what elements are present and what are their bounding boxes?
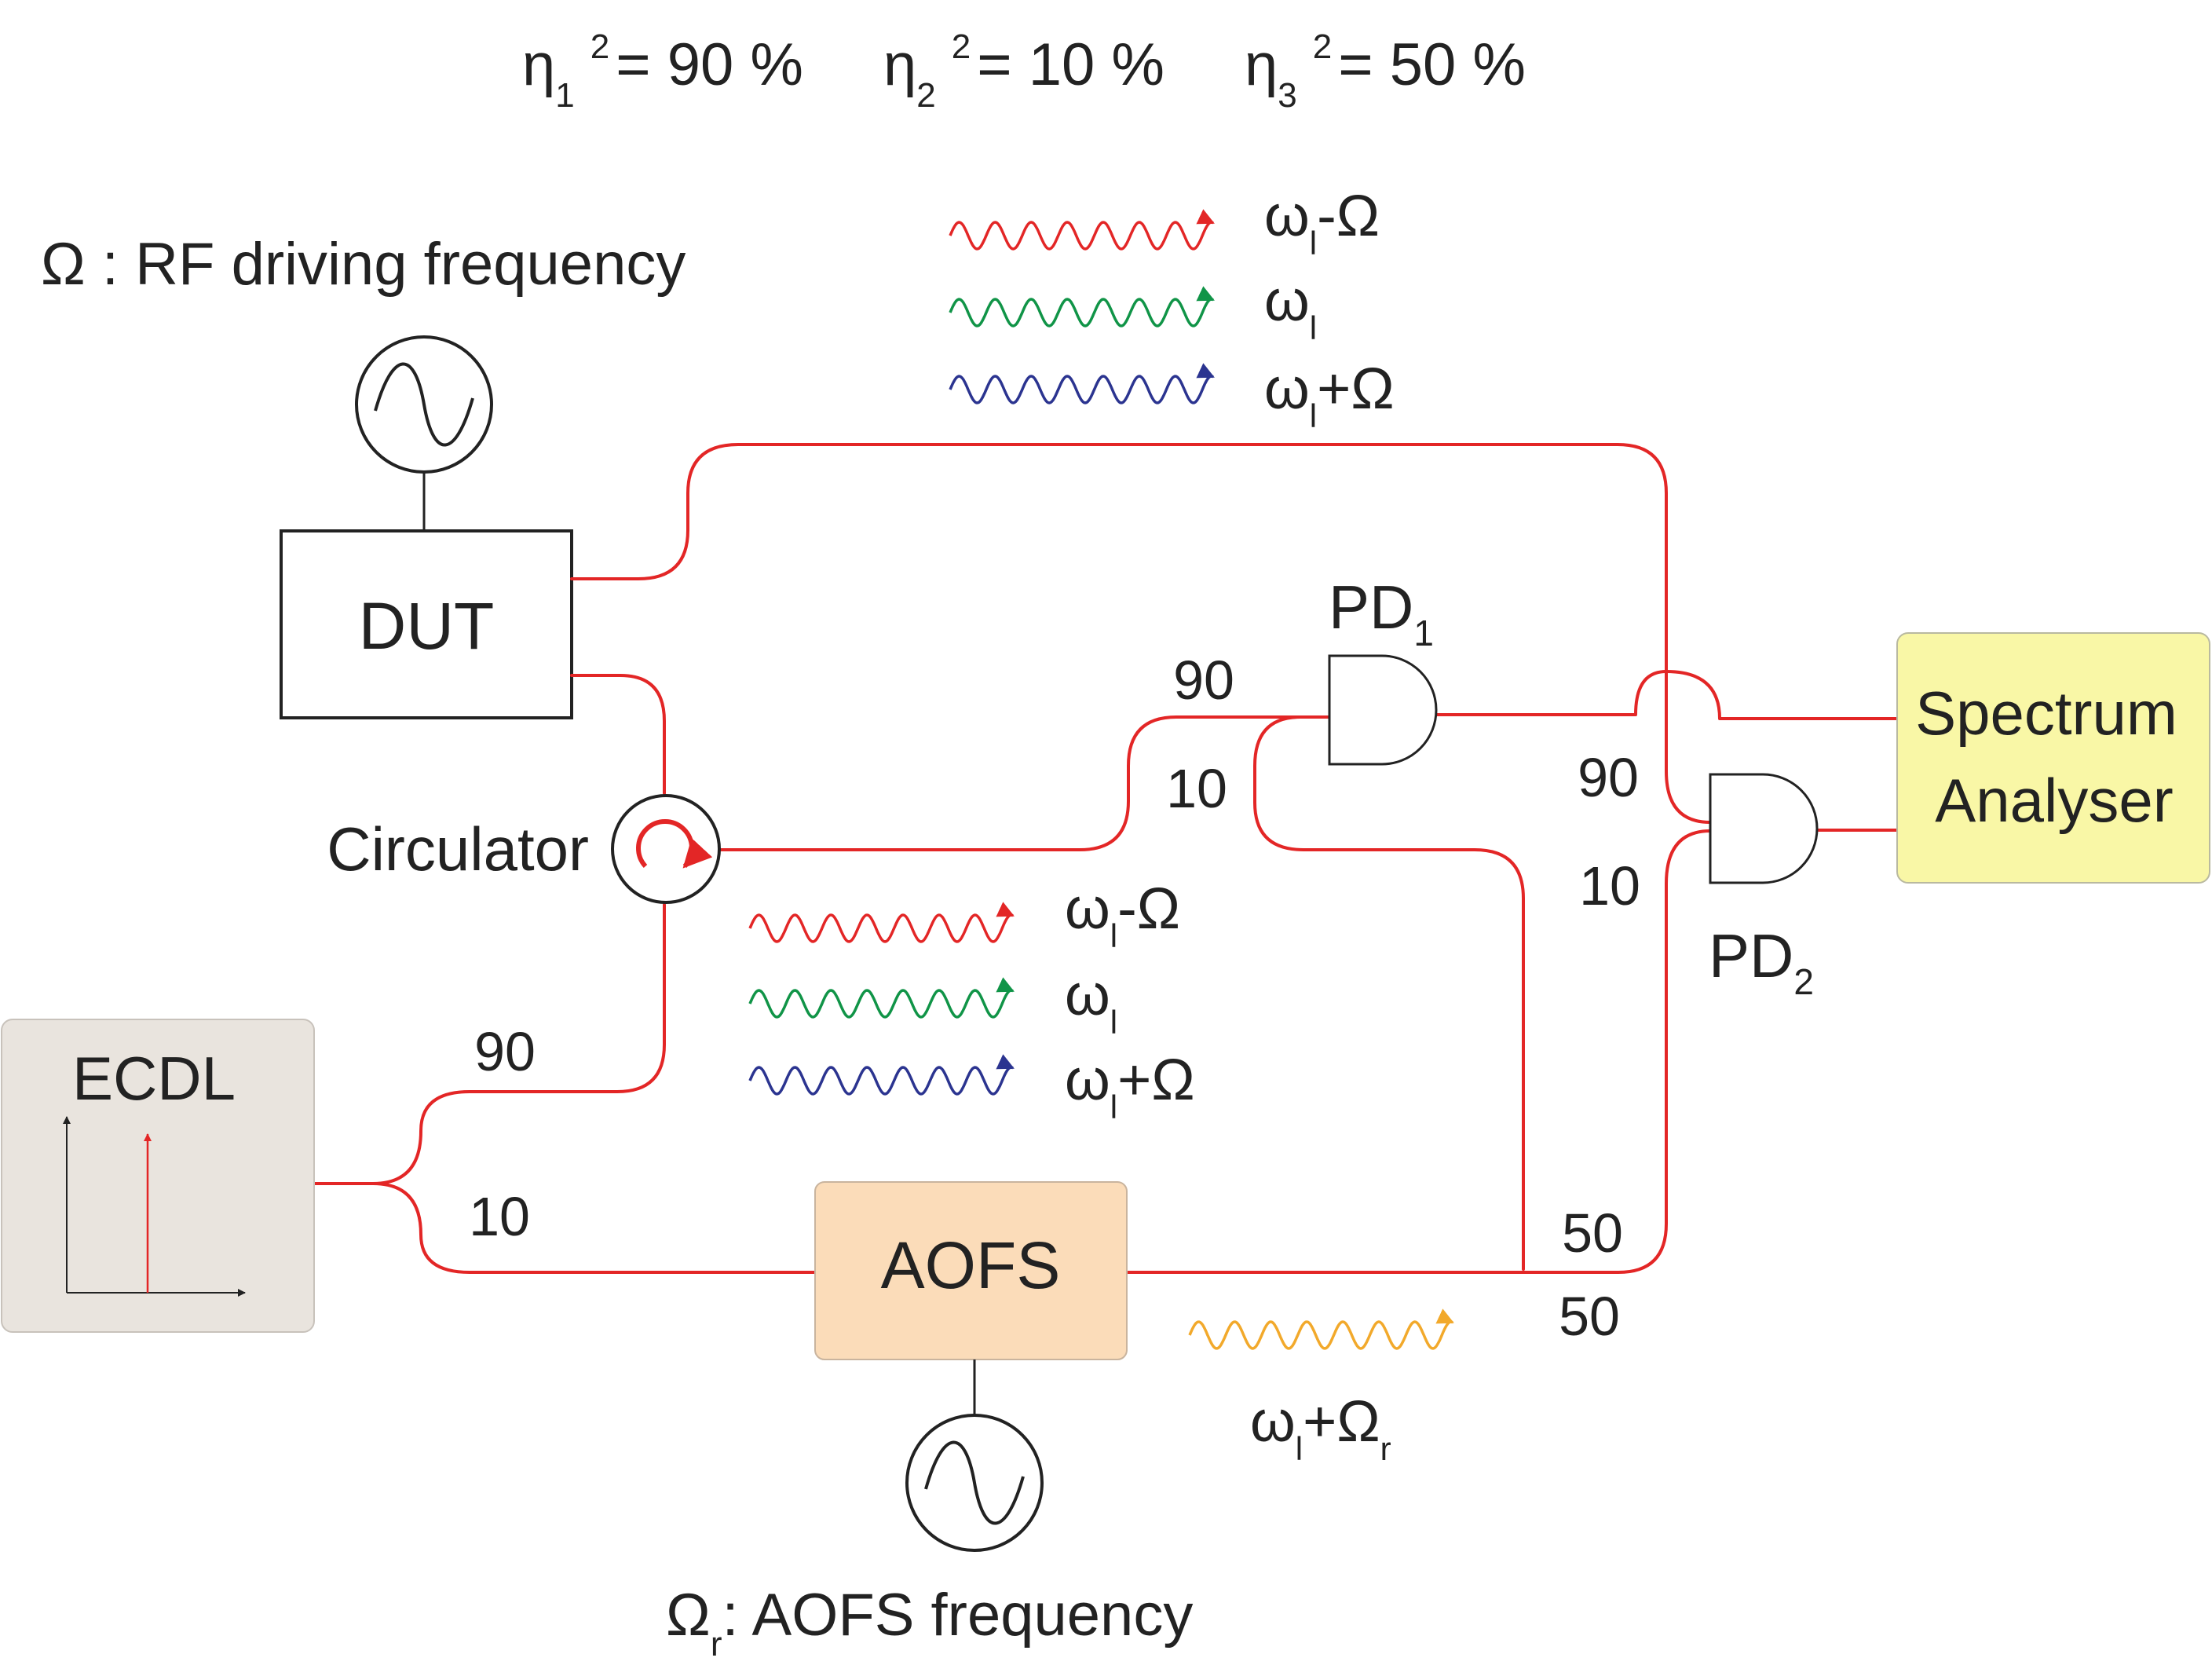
shifted-wave-label: ωl+Ωr [1250,1389,1391,1467]
ecdl-split-90-label: 90 [474,1021,536,1082]
aofs-rf-generator-icon [905,1414,1044,1552]
eta2-label: η22= 10 % [883,27,1164,115]
rf-generator-icon [355,335,493,474]
pd2-icon [1709,773,1819,884]
fiber-circulator-to-pd1 [718,715,1331,851]
top-wave-lower-sideband-label: ωl-Ω [1264,183,1380,262]
pd2-split-10-label: 10 [1579,855,1640,917]
circulator-icon [611,794,721,904]
ecdl-split-10-label: 10 [469,1186,530,1247]
eta3-label: η32= 50 % [1245,27,1526,115]
fiber-split-to-combiner [1253,715,1525,1271]
mid-wave-upper-sideband-label: ωl+Ω [1065,1047,1195,1125]
spectrum-analyser-label-line2: Analyser [1935,766,2173,835]
pd2-split-90-label: 90 [1578,747,1639,808]
top-wave-upper-sideband-arrow [949,363,1215,404]
mid-wave-lower-sideband-label: ωl-Ω [1065,876,1180,954]
top-wave-upper-sideband-label: ωl+Ω [1264,356,1395,434]
dut-label: DUT [359,589,495,663]
fiber-aofs-to-combiner [1125,829,1712,1274]
fiber-pd1-to-spectrum [1434,670,1899,720]
wave-group [748,209,1454,1350]
combiner-50-lower-label: 50 [1559,1286,1620,1347]
fiber-dut-to-pd2 [570,443,1712,824]
pd2-label: PD2 [1709,921,1814,1002]
mid-wave-carrier-label: ωl [1065,962,1117,1041]
mid-wave-upper-sideband-arrow [748,1054,1015,1096]
pd1-icon [1328,654,1438,766]
aofs-frequency-label: Ωr: AOFS frequency [666,1582,1193,1663]
top-wave-carrier-label: ωl [1264,268,1317,346]
eta1-label: η12= 90 % [522,27,803,115]
ecdl-box [1,1019,315,1333]
aofs-box [814,1181,1128,1360]
pd1-split-90-label: 90 [1173,650,1234,711]
fiber-ecdl-90-branch [371,903,666,1185]
fiber-ecdl-10-branch [371,1182,817,1274]
ecdl-spectrum-plot [63,1116,246,1297]
spectrum-analyser-box [1896,632,2210,884]
rf-driving-frequency-label: Ω : RF driving frequency [41,231,686,298]
aofs-label: AOFS [881,1228,1061,1302]
shifted-wave-arrow [1188,1308,1454,1350]
top-wave-carrier-arrow [949,286,1215,328]
circulator-label: Circulator [327,814,589,884]
dut-box [280,529,573,719]
pd1-split-10-label: 10 [1166,758,1227,819]
combiner-50-upper-label: 50 [1562,1202,1623,1264]
pd1-label: PD1 [1329,573,1434,653]
ecdl-label: ECDL [72,1044,236,1113]
spectrum-analyser-label-line1: Spectrum [1915,679,2177,748]
fiber-dut-to-circulator [570,674,666,795]
mid-wave-lower-sideband-arrow [748,902,1015,943]
mid-wave-carrier-arrow [748,977,1015,1019]
top-wave-lower-sideband-arrow [949,209,1215,251]
